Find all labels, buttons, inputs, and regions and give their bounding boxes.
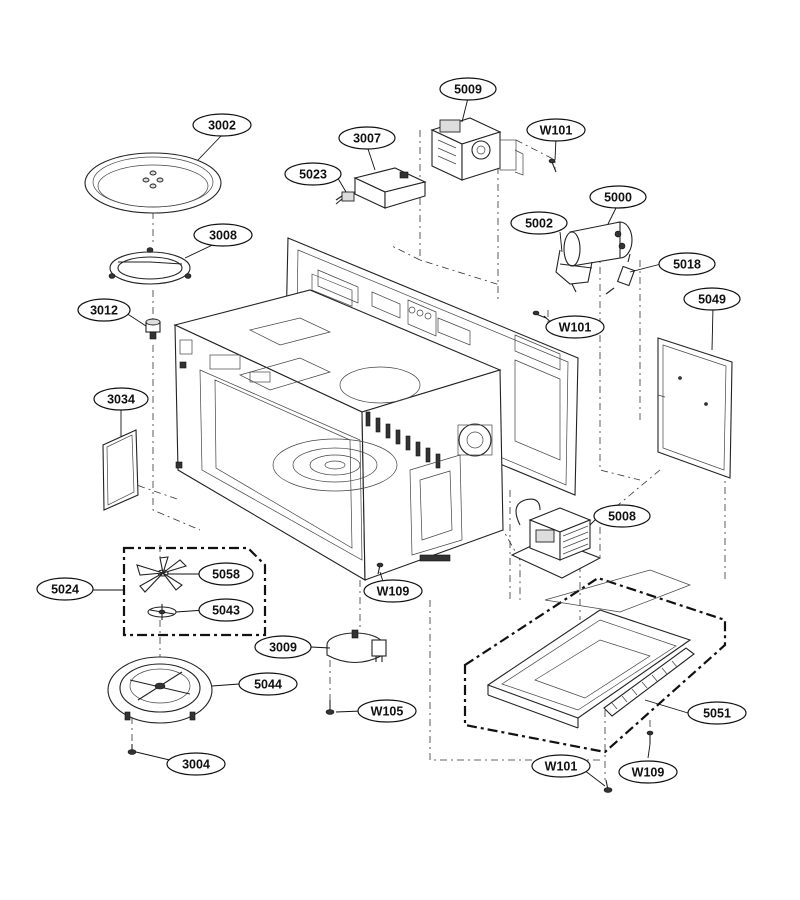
label-3009: 3009	[269, 641, 297, 655]
magnetron-part	[430, 117, 524, 181]
callout-5044: 5044	[238, 672, 298, 696]
turntable-motor-part	[326, 629, 387, 664]
callout-w101-top: W101	[526, 118, 586, 142]
label-5058: 5058	[212, 568, 240, 582]
label-3004: 3004	[182, 758, 210, 772]
screw-w105	[325, 700, 335, 715]
label-5049: 5049	[698, 293, 726, 307]
callout-5043: 5043	[198, 598, 254, 622]
callout-w101-mid: W101	[545, 315, 605, 339]
screw-w109-bottom	[646, 730, 654, 744]
callout-5002: 5002	[510, 211, 568, 235]
callout-w109-mid: W109	[363, 579, 423, 603]
side-panel-part	[657, 337, 733, 479]
label-5024: 5024	[51, 583, 79, 597]
screw-w109-mid	[376, 562, 384, 575]
label-w109-bottom: W109	[632, 766, 665, 780]
switch-part	[335, 191, 355, 205]
callout-3004: 3004	[166, 752, 226, 776]
filter-strip-part	[603, 647, 695, 717]
diode-part	[605, 253, 636, 295]
label-w101-bottom: W101	[545, 760, 578, 774]
callout-5049: 5049	[683, 287, 741, 311]
fan-assembly-group	[122, 546, 267, 637]
callout-3012: 3012	[77, 298, 131, 322]
callout-3008: 3008	[193, 223, 253, 247]
callout-5009: 5009	[439, 77, 497, 101]
callout-5018: 5018	[658, 252, 716, 276]
label-5051: 5051	[703, 707, 731, 721]
label-3002: 3002	[208, 119, 236, 133]
label-5018: 5018	[673, 258, 701, 272]
callout-5000: 5000	[589, 185, 647, 209]
label-5002: 5002	[525, 217, 553, 231]
motor-cover-part	[107, 656, 213, 724]
callout-w109-bottom: W109	[618, 760, 678, 784]
transformer-part	[510, 498, 602, 579]
label-w105: W105	[371, 705, 404, 719]
label-w101-mid: W101	[559, 321, 592, 335]
callout-5008: 5008	[593, 504, 651, 528]
callout-3007: 3007	[338, 126, 396, 150]
stirrer-fan-part	[136, 556, 188, 593]
side-vents	[365, 411, 441, 469]
base-plate-group	[463, 576, 727, 754]
callout-w101-bottom: W101	[531, 754, 591, 778]
callout-5058: 5058	[198, 562, 254, 586]
base-plate-part	[486, 569, 692, 729]
screw-w101-bottom	[603, 779, 613, 793]
label-3007: 3007	[353, 132, 381, 146]
label-3008: 3008	[209, 229, 237, 243]
cavity-part	[173, 289, 504, 581]
label-5043: 5043	[212, 604, 240, 618]
label-3034: 3034	[107, 393, 135, 407]
callout-5024: 5024	[36, 577, 94, 601]
capacitor-bracket-part	[555, 249, 593, 293]
label-5044: 5044	[254, 678, 282, 692]
label-3012: 3012	[90, 304, 118, 318]
callout-5051: 5051	[687, 701, 747, 725]
screw-3004	[127, 744, 137, 755]
callout-3009: 3009	[254, 635, 312, 659]
roller-ring-part	[108, 247, 192, 285]
cover-plate-part	[102, 429, 139, 511]
label-5008: 5008	[608, 510, 636, 524]
label-5023: 5023	[299, 168, 327, 182]
label-5009: 5009	[454, 83, 482, 97]
callout-3002: 3002	[192, 113, 252, 137]
label-w101-top: W101	[540, 124, 573, 138]
screw-w101-top	[548, 158, 557, 173]
callout-w105: W105	[357, 699, 417, 723]
label-w109-mid: W109	[377, 585, 410, 599]
callout-3034: 3034	[93, 387, 149, 411]
capacitor-part	[563, 221, 633, 267]
label-5000: 5000	[604, 191, 632, 205]
coupler-part	[145, 318, 161, 340]
glass-tray-part	[84, 152, 222, 214]
fan-hub-part	[147, 604, 177, 620]
screw-w101-mid	[532, 310, 547, 319]
callout-5023: 5023	[284, 162, 342, 186]
cover-component-part	[353, 167, 427, 209]
